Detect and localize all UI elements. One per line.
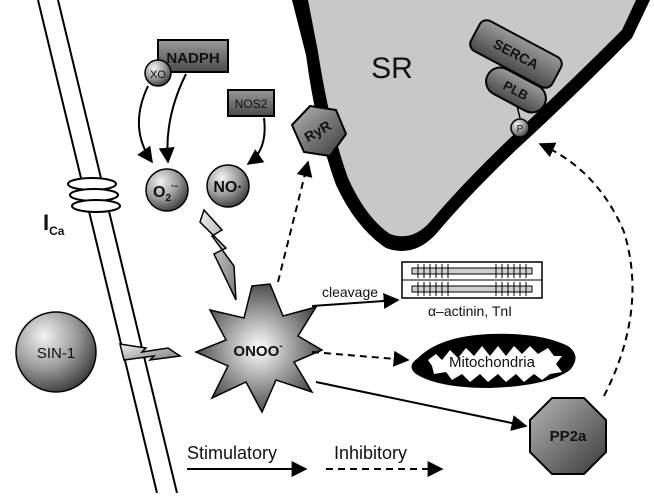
nos2-label: NOS2	[235, 97, 268, 111]
arrow-pp2a-to-phospho	[538, 142, 634, 397]
arrow-nos2-to-no	[246, 117, 266, 165]
nitric-oxide-label: NO·	[213, 179, 242, 196]
legend-stimulatory-label: Stimulatory	[187, 443, 277, 463]
plb-box	[485, 66, 547, 114]
phospho-link	[516, 105, 521, 119]
phospho-node	[510, 118, 530, 138]
mitochondria-label: Mitochondria	[449, 354, 536, 371]
reaction-bolt-icon	[199, 208, 237, 301]
xo-node	[144, 59, 172, 87]
ryr-node	[290, 104, 348, 158]
arrow-nadph-to-superoxide	[158, 73, 187, 164]
peroxynitrite-burst	[194, 283, 324, 414]
sr-label: SR	[371, 52, 413, 85]
ica-label: ICa	[43, 210, 65, 238]
arrow-xo-to-superoxide	[137, 85, 153, 164]
peroxynitrite-label: ONOO-	[233, 341, 282, 360]
phospho-label: P	[517, 124, 524, 135]
superoxide-label: O2·-	[153, 181, 178, 204]
arrow-onoo-to-pp2a	[315, 381, 528, 431]
superoxide-node	[145, 168, 189, 212]
nitric-oxide-node	[206, 164, 250, 208]
arrow-onoo-to-mitochondria	[311, 350, 410, 367]
nos2-box	[227, 89, 275, 117]
mitochondria-inner	[428, 346, 562, 382]
pp2a-label: PP2a	[550, 428, 587, 445]
arrow-onoo-to-ryr	[277, 160, 313, 283]
xo-label: XO	[150, 69, 166, 81]
pp2a-node	[529, 397, 607, 475]
calcium-channel-icon	[67, 177, 121, 213]
sin1-bolt-icon	[118, 343, 183, 362]
legend-inhibitory-label: Inhibitory	[334, 443, 407, 463]
nadph-label: NADPH	[166, 50, 219, 67]
sarcolemma-outer	[37, 0, 158, 494]
arrow-onoo-to-myofilament	[311, 293, 400, 309]
myofilament-icon	[401, 261, 543, 299]
cleavage-label: cleavage	[322, 284, 378, 300]
sin1-label: SIN-1	[37, 345, 75, 362]
sin1-node	[15, 311, 97, 393]
nadph-box	[157, 39, 229, 73]
myofilament-label: α–actinin, TnI	[428, 303, 512, 319]
sarcolemma-inner	[57, 0, 178, 494]
